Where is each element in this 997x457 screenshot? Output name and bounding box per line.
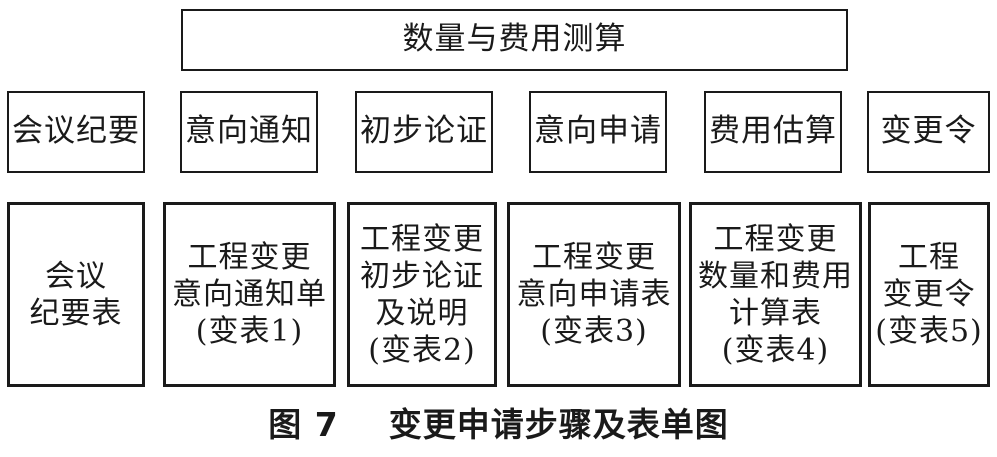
step-box-intent-application: 意向申请 xyxy=(529,91,667,173)
form-line: 及说明 xyxy=(375,295,469,331)
form-line: 初步论证 xyxy=(360,258,484,294)
form-box-intent-application-form: 工程变更 意向申请表 (变表3) xyxy=(507,202,681,387)
form-line: (变表4) xyxy=(721,332,830,368)
figure-title: 变更申请步骤及表单图 xyxy=(388,405,729,444)
top-box-quantity-cost-estimate: 数量与费用测算 xyxy=(181,9,848,71)
step-box-preliminary-demonstration: 初步论证 xyxy=(355,91,493,173)
form-line: 纪要表 xyxy=(29,295,123,331)
step-box-cost-estimation: 费用估算 xyxy=(704,91,842,173)
form-line: (变表3) xyxy=(540,314,648,349)
form-line: 工程变更 xyxy=(360,221,484,257)
form-line: 变更令 xyxy=(882,277,976,312)
step-box-intent-notice: 意向通知 xyxy=(180,91,318,173)
form-box-preliminary-demonstration-form: 工程变更 初步论证 及说明 (变表2) xyxy=(347,202,497,387)
form-line: (变表1) xyxy=(195,314,304,349)
step-label: 初步论证 xyxy=(360,113,488,150)
form-box-quantity-cost-calculation-form: 工程变更 数量和费用 计算表 (变表4) xyxy=(689,202,862,387)
form-line: 工程变更 xyxy=(713,221,838,257)
form-line: 工程变更 xyxy=(187,240,312,275)
form-line: 工程 xyxy=(898,240,960,275)
step-label: 意向通知 xyxy=(185,113,313,150)
form-line: (变表2) xyxy=(368,332,476,368)
form-box-change-order-form: 工程 变更令 (变表5) xyxy=(868,202,990,387)
form-line: 意向申请表 xyxy=(516,277,672,312)
form-box-intent-notice-form: 工程变更 意向通知单 (变表1) xyxy=(163,202,336,387)
figure-number: 图 7 xyxy=(268,405,339,444)
step-label: 费用估算 xyxy=(709,113,837,150)
form-line: (变表5) xyxy=(875,314,983,349)
form-line: 会议 xyxy=(45,258,107,294)
step-box-meeting-minutes: 会议纪要 xyxy=(7,91,145,173)
step-box-change-order: 变更令 xyxy=(867,91,990,173)
top-box-label: 数量与费用测算 xyxy=(402,21,627,58)
form-line: 意向通知单 xyxy=(172,277,327,312)
form-box-meeting-minutes-table: 会议 纪要表 xyxy=(7,202,145,387)
step-label: 会议纪要 xyxy=(12,113,140,150)
step-label: 意向申请 xyxy=(534,113,662,150)
form-line: 数量和费用 xyxy=(698,258,853,294)
figure-caption: 图 7 变更申请步骤及表单图 xyxy=(0,404,997,446)
form-line: 工程变更 xyxy=(532,240,656,275)
form-line: 计算表 xyxy=(729,295,822,331)
step-label: 变更令 xyxy=(880,113,977,150)
